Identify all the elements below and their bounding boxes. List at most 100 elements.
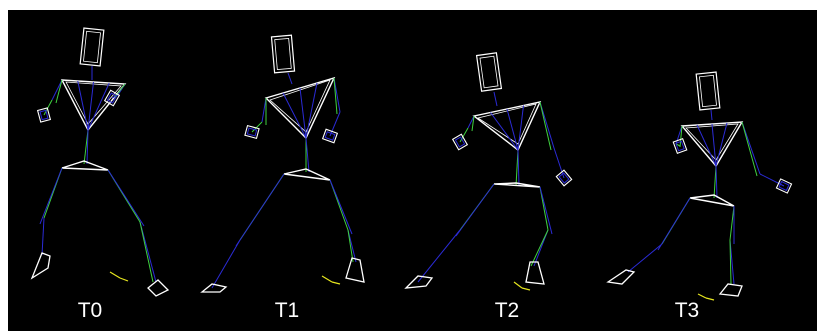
foot-outline [147,279,170,297]
rib-marker [87,82,110,131]
leg-marker [39,167,63,225]
arm-marker [55,79,63,104]
rib-marker [87,81,94,131]
skeleton-t0 [30,27,170,297]
arm-marker [471,115,475,132]
arm-marker [741,121,761,175]
rib-marker [282,92,307,139]
rib-marker [490,112,519,151]
leg-marker [347,229,354,263]
hand-outline [103,89,121,107]
rib-marker [711,123,717,167]
arm-marker [741,121,758,177]
head-box [475,52,503,92]
arm-marker [51,79,63,101]
ground-marker [321,275,333,283]
foot-outline [525,261,545,285]
arm-marker [333,77,338,115]
hand-outline [321,128,339,144]
hand-box [103,89,121,107]
leg-marker [539,186,553,235]
leg-marker [139,221,154,283]
frame-label-t0: T0 [77,299,103,322]
hand-marker [675,140,685,152]
arm-marker [251,121,263,133]
head-outline [695,71,721,111]
leg-marker [729,239,732,285]
neck-marker [493,91,498,107]
rib-marker [77,80,89,131]
arm-marker [553,147,565,179]
rib-marker [305,82,318,139]
head-box [695,71,721,111]
leg-marker [329,179,353,235]
arm-marker [114,83,126,98]
pelvis-outline [689,194,735,207]
head-inner-outline [274,38,292,70]
head-outline [475,52,503,92]
hand-outline [672,137,688,155]
hand-box [775,178,793,194]
leg-marker [107,169,145,227]
head-outline [270,34,296,74]
frame-label-t2: T2 [494,299,520,322]
hand-outline [555,169,573,187]
hand-outline [36,107,52,123]
hand-marker [324,131,336,141]
arm-marker [261,97,267,123]
frame-label-t1: T1 [274,299,300,322]
hand-outline [244,124,260,140]
ground-marker [109,271,121,279]
arm-marker [43,99,53,116]
rib-marker [715,122,728,167]
skeleton-t3 [606,71,793,301]
arm-marker [459,127,469,143]
head-outline [79,27,105,67]
head-inner-outline [479,55,499,89]
leg-marker [235,173,285,247]
pelvis-outline [493,182,541,188]
pelvis-outline [283,168,331,181]
leg-marker [41,217,45,256]
hand-box [244,124,260,140]
foot-outline [345,257,365,283]
ground-marker [521,287,531,291]
head-box [270,34,296,74]
skeleton-t2 [404,52,573,291]
rib-marker [506,108,519,151]
hand-outline [775,178,793,194]
arm-marker [679,125,683,148]
hand-box [672,137,688,155]
leg-marker [729,205,735,241]
hand-marker [246,127,258,137]
spine-marker [517,149,520,187]
figure-panel [8,10,817,331]
hand-marker [778,180,790,192]
hand-outline [451,133,469,151]
hand-marker [106,92,118,104]
spine-marker [715,165,718,199]
pelvis-outline [61,160,109,171]
ground-marker [513,281,523,289]
leg-marker [530,229,549,267]
arm-marker [539,101,555,149]
head-inner-outline [83,30,101,64]
foot-outline [606,269,636,285]
hand-box [555,169,573,187]
neck-marker [710,109,713,121]
torso-inner [477,103,537,145]
arm-marker [467,115,475,129]
leg-marker [455,183,495,237]
hand-box [321,128,339,144]
arm-marker [329,111,341,137]
hand-marker [39,109,49,121]
ground-marker [697,293,707,299]
hand-box [451,133,469,151]
skeleton-t1 [200,34,365,293]
neck-marker [287,72,293,85]
leg-marker [657,197,691,251]
foot-outline [718,283,743,297]
rib-marker [299,87,307,139]
